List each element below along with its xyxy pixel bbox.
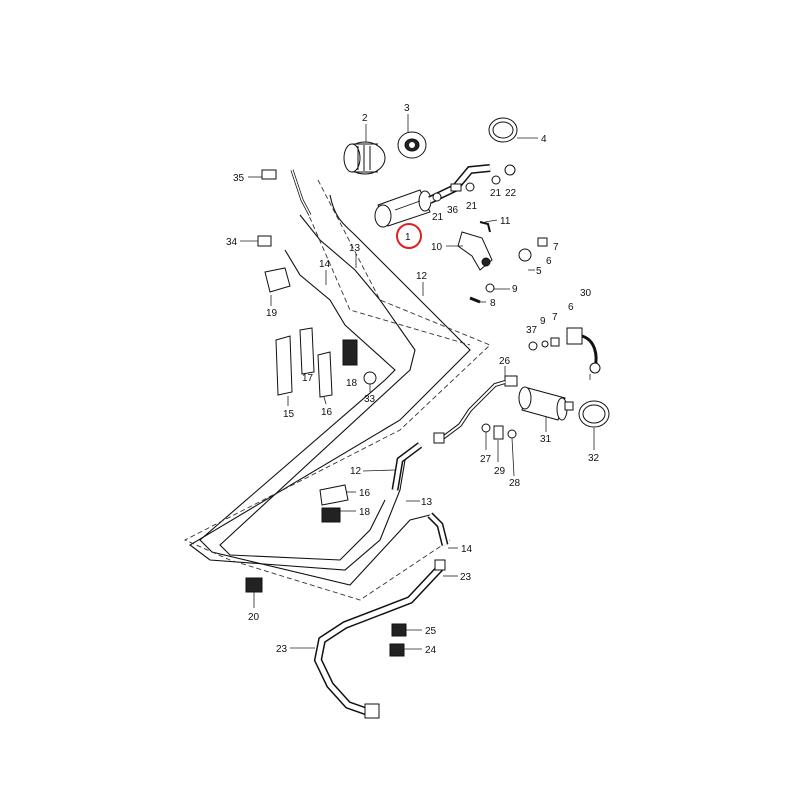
- callout-8: 8: [490, 298, 496, 309]
- callout-16: 16: [321, 407, 333, 418]
- nut-7: [550, 337, 560, 347]
- clip-17: [299, 327, 315, 375]
- callout-9b: 9: [540, 316, 546, 327]
- bracket-15: [275, 335, 293, 396]
- callout-33: 33: [364, 394, 376, 405]
- clip-19: [264, 267, 291, 293]
- callout-14b: 14: [461, 544, 473, 555]
- washer-21c: [491, 175, 501, 185]
- rubber-mount-2: [343, 141, 386, 175]
- fuel-pump-assembly: [343, 117, 548, 304]
- leader-lines: [240, 114, 595, 650]
- callout-29: 29: [494, 466, 506, 477]
- callout-6: 6: [546, 256, 552, 267]
- clip-16: [317, 351, 333, 398]
- clip-16b: [319, 484, 349, 506]
- callout-28: 28: [509, 478, 521, 489]
- washer-37: [528, 341, 538, 351]
- ring-mount-3: [397, 131, 427, 159]
- washer-9: [485, 283, 495, 293]
- callout-4: 4: [541, 134, 547, 145]
- clip-18b: [321, 507, 341, 523]
- callout-27: 27: [480, 454, 492, 465]
- callout-19: 19: [266, 308, 278, 319]
- callout-26: 26: [499, 356, 511, 367]
- callout-22: 22: [505, 188, 517, 199]
- washer-21b: [465, 182, 475, 192]
- clip-33: [363, 371, 377, 385]
- callout-18: 18: [346, 378, 358, 389]
- main-fuel-lines: [189, 194, 471, 586]
- cap-7: [537, 237, 548, 247]
- bolt-11: [479, 221, 491, 233]
- callout-7b: 7: [552, 312, 558, 323]
- callout-1: 1: [405, 232, 411, 243]
- callout-17: 17: [302, 373, 314, 384]
- bolt-8: [469, 296, 481, 304]
- callout-21c: 21: [490, 188, 502, 199]
- callout-2: 2: [362, 113, 368, 124]
- callout-21: 21: [432, 212, 444, 223]
- upper-cable: [290, 169, 312, 216]
- clip-20: [245, 577, 263, 593]
- fuel-pump-1: [374, 189, 432, 228]
- nut-28: [507, 429, 517, 439]
- callout-15: 15: [283, 409, 295, 420]
- highlight-circle: [396, 223, 422, 249]
- hose-14: [391, 442, 449, 546]
- clip-18: [342, 339, 358, 366]
- clip-29: [493, 425, 504, 440]
- callout-23: 23: [460, 572, 472, 583]
- callout-37: 37: [526, 325, 538, 336]
- fitting-6: [566, 327, 583, 345]
- callout-13b: 13: [421, 497, 433, 508]
- clamp-band-4: [488, 117, 518, 143]
- clip-25: [391, 623, 407, 637]
- callout-11: 11: [500, 216, 511, 227]
- callout-13: 13: [349, 243, 361, 254]
- callout-20: 20: [248, 612, 260, 623]
- callout-23b: 23: [276, 644, 288, 655]
- washer-27: [481, 423, 491, 433]
- grommet-6: [518, 248, 532, 262]
- callout-32: 32: [588, 453, 600, 464]
- callout-7: 7: [553, 242, 559, 253]
- callout-34: 34: [226, 237, 238, 248]
- callout-5: 5: [536, 266, 542, 277]
- washer-21: [432, 192, 442, 202]
- callout-21b: 21: [466, 201, 478, 212]
- callout-6b: 6: [568, 302, 574, 313]
- dashed-routing-outline: [183, 179, 491, 601]
- callout-12: 12: [416, 271, 428, 282]
- hose-clamp-34: [257, 235, 272, 247]
- callout-14: 14: [319, 259, 331, 270]
- callout-25: 25: [425, 626, 437, 637]
- callout-24: 24: [425, 645, 437, 656]
- clip-24: [389, 643, 405, 657]
- callout-10: 10: [431, 242, 443, 253]
- lower-hose: [313, 559, 446, 719]
- return-hose: [257, 169, 277, 247]
- callout-18b: 18: [359, 507, 371, 518]
- callout-30: 30: [580, 288, 592, 299]
- callout-16b: 16: [359, 488, 371, 499]
- callout-9: 9: [512, 284, 518, 295]
- callout-31: 31: [540, 434, 552, 445]
- fitting-36: [450, 183, 462, 192]
- hose-clip-35: [261, 169, 277, 180]
- callout-12b: 12: [350, 466, 362, 477]
- callout-36: 36: [447, 205, 459, 216]
- fitting-26: [504, 375, 518, 387]
- callout-labels: 1 2 3 4 5 6 6 7 7 8 9 9 10 11 12 12 13 1…: [226, 103, 600, 656]
- washer-9b: [541, 340, 549, 348]
- callout-3: 3: [404, 103, 410, 114]
- nut-22: [504, 164, 516, 176]
- fuel-filter-assembly: [433, 327, 610, 444]
- callout-35: 35: [233, 173, 245, 184]
